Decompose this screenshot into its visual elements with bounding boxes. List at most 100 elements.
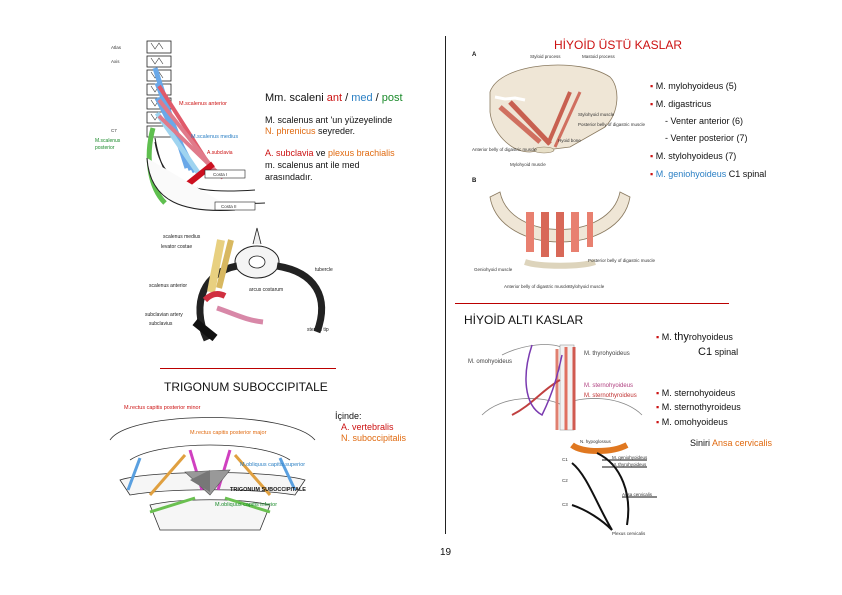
suprahyoid-title: HİYOİD ÜSTÜ KASLAR <box>554 38 683 52</box>
supra-label-geniohyoid: Geniohyoid muscle <box>474 267 513 272</box>
supra-item-geniohyoid-text: M. geniohyoideus <box>655 169 727 179</box>
infra-item-sternothyroid: ▪ M. sternothyroideus <box>656 402 741 412</box>
fig-label-c7: C7 <box>111 128 117 133</box>
supra-item-venter-anterior: - Venter anterior (6) <box>665 116 744 126</box>
suprahyoid-fig-a: A <box>472 52 477 58</box>
infrahyoid-figure: M. thyrohyoideus M. omohyoideus M. stern… <box>462 335 657 540</box>
supra-label-mylohyoid: Mylohyoid muscle <box>510 162 546 167</box>
infra-c1: C1 <box>698 346 713 358</box>
supra-item-geniohyoid-suffix: C1 spinal <box>726 169 767 179</box>
infra-item-sternothyroid-text: M. sternothyroideus <box>661 402 741 412</box>
infra-label-sternothyroid: M. sternothyroideus <box>584 393 637 399</box>
subocc-label-minor: M.rectus capitis posterior minor <box>124 405 201 411</box>
suboccipital-title: TRIGONUM SUBOCCIPITALE <box>164 380 328 394</box>
scalene-title-ant: ant <box>326 92 343 104</box>
scalene-phrenicus: N. phrenicus <box>265 126 316 136</box>
infra-item-sternohyoid-text: M. sternohyoideus <box>661 388 736 398</box>
supra-label-post-belly: Posterior belly of digastric muscle <box>578 122 646 127</box>
supra-label-ant-belly: Anterior belly of digastric muscle <box>472 147 537 152</box>
fig-label-scalenus-posterior: M.scalenus posterior <box>95 138 121 151</box>
rib-label-6: tubercle <box>315 267 333 273</box>
suboccipital-item-suboccipitalis: N. suboccipitalis <box>341 433 407 443</box>
infrahyoid-title: HİYOİD ALTI KASLAR <box>464 313 584 327</box>
supra-item-stylohyoid-text: M. stylohyoideus (7) <box>655 151 737 161</box>
rib-figure: scalenus medius levator costae scalenus … <box>145 222 350 347</box>
bullet-7: ▪ <box>656 332 660 342</box>
scalene-line2: N. phrenicus seyreder. <box>265 126 355 136</box>
bullet-8: ▪ <box>656 388 660 398</box>
scalene-title-sep2: / <box>372 92 382 104</box>
infra-item-omohyoid-text: M. omohyoideus <box>661 417 728 427</box>
supra-label-hyoid: Hyoid bone <box>558 138 581 143</box>
supra-label-stylohyoid-b: Stylohyoid muscle <box>568 284 605 289</box>
infra-label-plexus: Plexus cervicalis <box>612 531 646 536</box>
infra-nerve-name: Ansa cervicalis <box>712 438 773 448</box>
fig-label-axis: Axis <box>111 59 120 64</box>
scalene-line5: arasındadır. <box>265 172 313 182</box>
fig-label-scalenus-medius: M.scalenus medius <box>191 134 239 140</box>
scalene-line1: M. scalenus ant 'un yüzeyelinde <box>265 115 393 125</box>
infrahyoid-illustration <box>481 344 657 531</box>
fig-label-subclavia: A.subclavia <box>207 150 233 156</box>
supra-item-mylohyoid-text: M. mylohyoideus (5) <box>655 81 737 91</box>
rib-label-8: sternal tip <box>307 327 329 333</box>
scalene-illustration <box>146 40 266 211</box>
infra-label-thyrohyoid-2: M. thyrohyoideus <box>612 462 647 467</box>
scalene-line4: m. scalenus ant ile med <box>265 160 360 170</box>
scalene-subclavia: A. subclavia <box>265 148 314 158</box>
scalene-plexus: plexus brachialis <box>328 148 395 158</box>
scalene-title-post: post <box>381 92 403 104</box>
fig-label-scalenus-anterior: M.scalenus anterior <box>179 101 227 107</box>
suboccipital-item-vertebralis: A. vertebralis <box>341 422 394 432</box>
rib-illustration <box>192 227 325 342</box>
scalene-title: Mm. scaleni ant / med / post <box>265 92 403 104</box>
divider-infrahyoid <box>455 303 729 304</box>
supra-item-digastricus: ▪ M. digastricus <box>650 99 711 109</box>
rib-label-5: subclavius <box>149 321 173 327</box>
bullet-10: ▪ <box>656 417 660 427</box>
bullet-5: ▪ <box>650 151 654 161</box>
infra-nerve: Siniri Ansa cervicalis <box>690 438 772 448</box>
fig-label-atlas: Atlas <box>111 45 122 50</box>
subocc-label-major: M.rectus capitis posterior major <box>190 430 267 436</box>
bullet-2: ▪ <box>650 99 654 109</box>
supra-item-stylohyoid: ▪ M. stylohyoideus (7) <box>650 151 736 161</box>
infra-label-omohyoid: M. omohyoideus <box>468 359 513 365</box>
divider-suboccipital <box>160 368 336 369</box>
subocc-label-superior: M.obliquus capitis superior <box>240 462 306 468</box>
scalene-line3-ve: ve <box>313 148 329 158</box>
suprahyoid-figure: A B Styloid process Mastoid process Styl… <box>470 52 655 298</box>
suprahyoid-illustration <box>489 64 631 269</box>
subocc-label-trigonum: TRIGONUM SUBOCCIPITALE <box>230 487 306 493</box>
suboccipital-contents-label: İçinde: <box>335 411 362 421</box>
rib-label-1: scalenus medius <box>163 234 201 240</box>
rib-label-4: subclavian artery <box>145 312 183 318</box>
rib-label-3: scalenus anterior <box>149 283 188 289</box>
supra-label-styloid: Styloid process <box>530 54 561 59</box>
scalene-line3: A. subclavia ve plexus brachialis <box>265 148 395 158</box>
infra-c1-rest: spinal <box>712 347 739 357</box>
infra-item-sternohyoid: ▪ M. sternohyoideus <box>656 388 735 398</box>
supra-label-stylohyoid: Stylohyoid muscle <box>578 112 615 117</box>
infra-label-c1: C1 <box>562 457 568 462</box>
infra-item-omohyoid: ▪ M. omohyoideus <box>656 417 728 427</box>
bullet-6: ▪ <box>650 169 654 179</box>
infra-label-c2: C2 <box>562 478 568 483</box>
supra-label-ant-belly-b: Anterior belly of digastric muscle <box>504 284 569 289</box>
rib-label-7: arcus costarum <box>249 287 284 293</box>
infra-thyro-rest: rohyoideus <box>688 332 733 342</box>
bullet-9: ▪ <box>656 402 660 412</box>
scalene-title-prefix: Mm. scaleni <box>265 92 327 104</box>
scalene-title-sep1: / <box>342 92 352 104</box>
suboccipital-illustration <box>109 417 316 531</box>
infra-label-c3: C3 <box>562 502 568 507</box>
infra-label-ansa: Ansa cervicalis <box>622 492 653 497</box>
supra-item-geniohyoid: ▪ M. geniohyoideus C1 spinal <box>650 169 766 179</box>
supra-item-mylohyoid: ▪ M. mylohyoideus (5) <box>650 81 737 91</box>
infra-thyro-big: thy <box>674 331 689 343</box>
infra-label-hypoglossus: N. hypoglossus <box>580 439 611 444</box>
infra-label-thyrohyoid: M. thyrohyoideus <box>584 351 630 357</box>
page-number: 19 <box>440 547 452 558</box>
scalene-title-med: med <box>351 92 373 104</box>
infra-item-thyrohyoid: ▪ M. thyrohyoideus <box>656 331 733 343</box>
